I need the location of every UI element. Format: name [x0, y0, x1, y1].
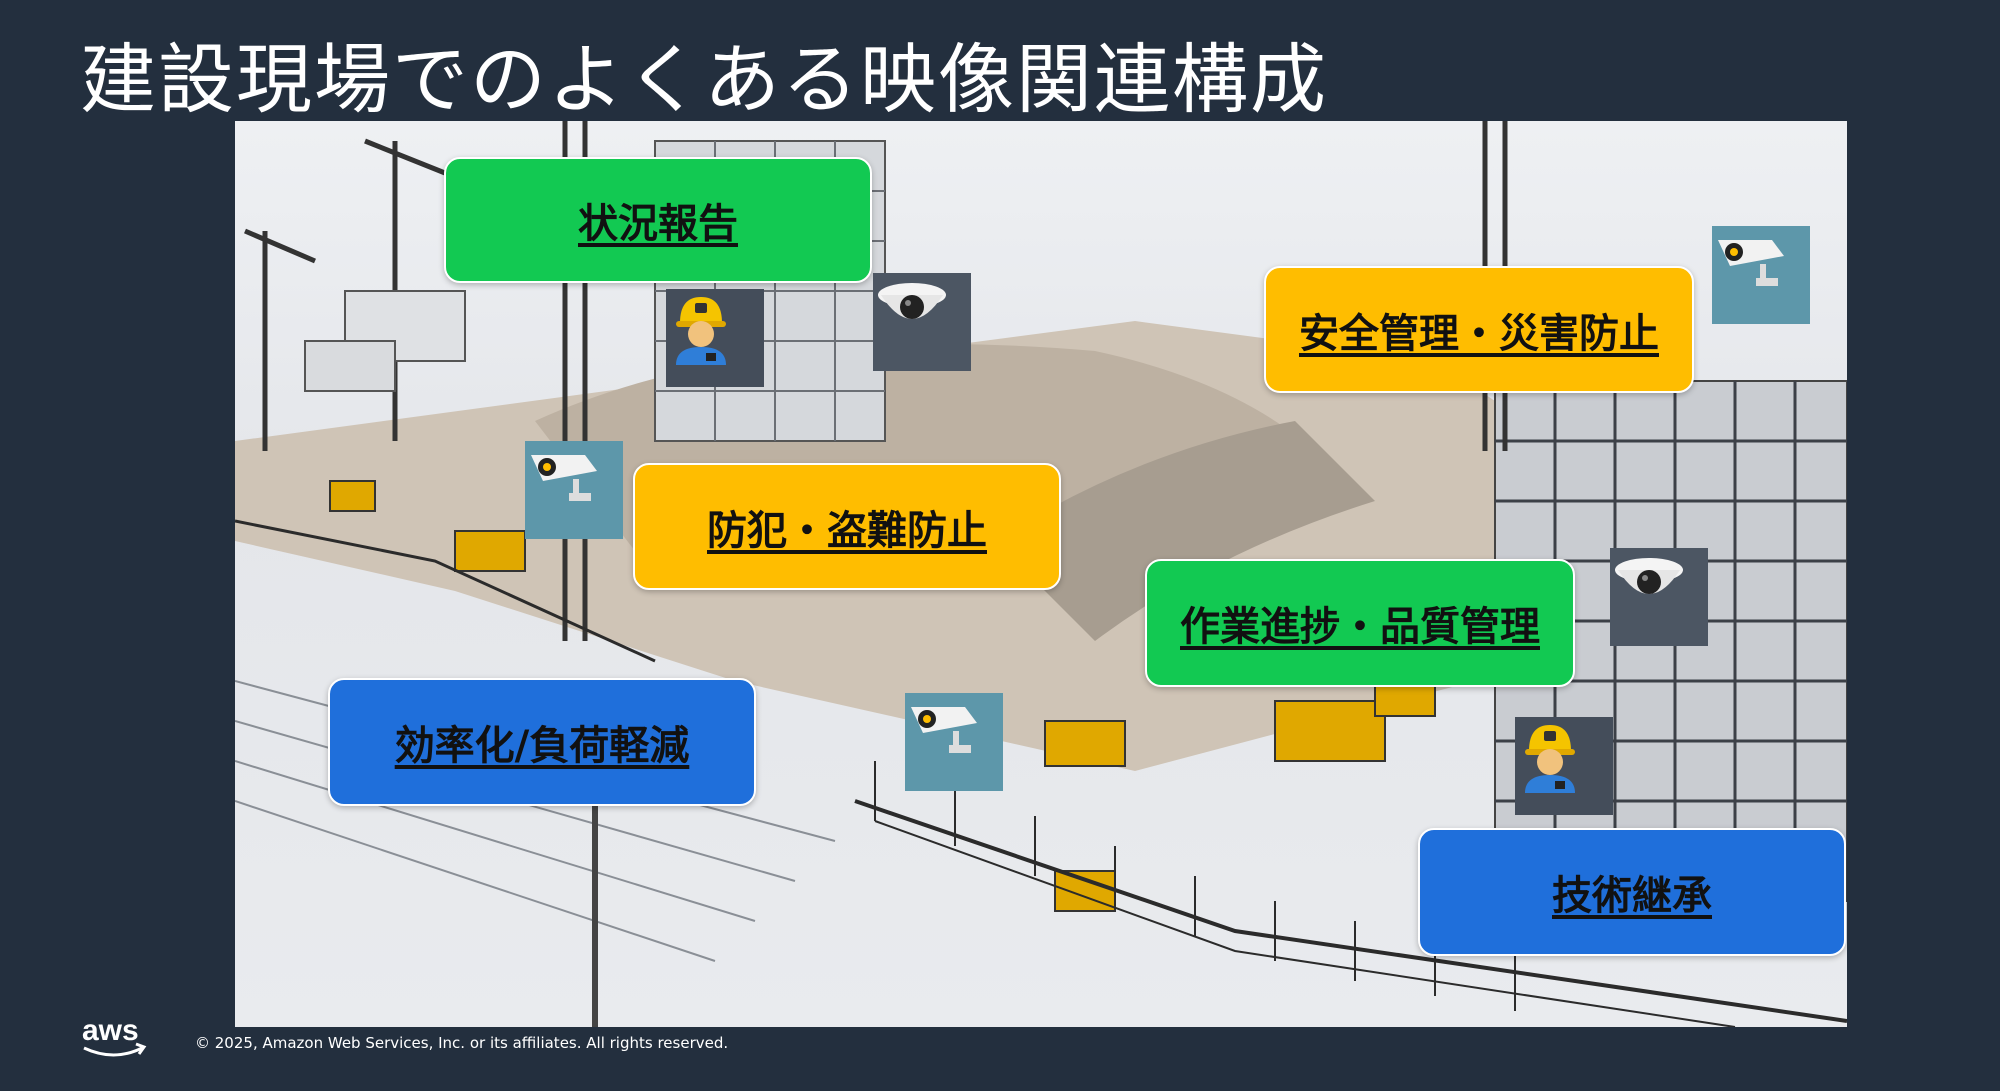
- label-crime-prevention: 防犯・盗難防止: [633, 463, 1061, 590]
- security-camera-icon: [1712, 226, 1810, 324]
- dome-camera-icon: [1610, 548, 1708, 646]
- security-camera-icon: [525, 441, 623, 539]
- label-status-report: 状況報告: [444, 157, 872, 283]
- label-safety-management: 安全管理・災害防止: [1264, 266, 1694, 393]
- worker-camera-icon: [666, 289, 764, 387]
- construction-site-image: 状況報告 安全管理・災害防止 防犯・盗難防止 作業進捗・品質管理 効率化/負荷軽…: [235, 121, 1847, 1027]
- svg-text:aws: aws: [82, 1014, 139, 1047]
- aws-logo: aws: [78, 1012, 152, 1066]
- dome-camera-icon: [873, 273, 971, 371]
- copyright-text: © 2025, Amazon Web Services, Inc. or its…: [195, 1034, 729, 1052]
- label-progress-quality: 作業進捗・品質管理: [1145, 559, 1575, 687]
- label-skill-transfer: 技術継承: [1418, 828, 1846, 956]
- security-camera-icon: [905, 693, 1003, 791]
- slide-title: 建設現場でのよくある映像関連構成: [80, 35, 1328, 124]
- worker-camera-icon: [1515, 717, 1613, 815]
- label-efficiency: 効率化/負荷軽減: [328, 678, 756, 806]
